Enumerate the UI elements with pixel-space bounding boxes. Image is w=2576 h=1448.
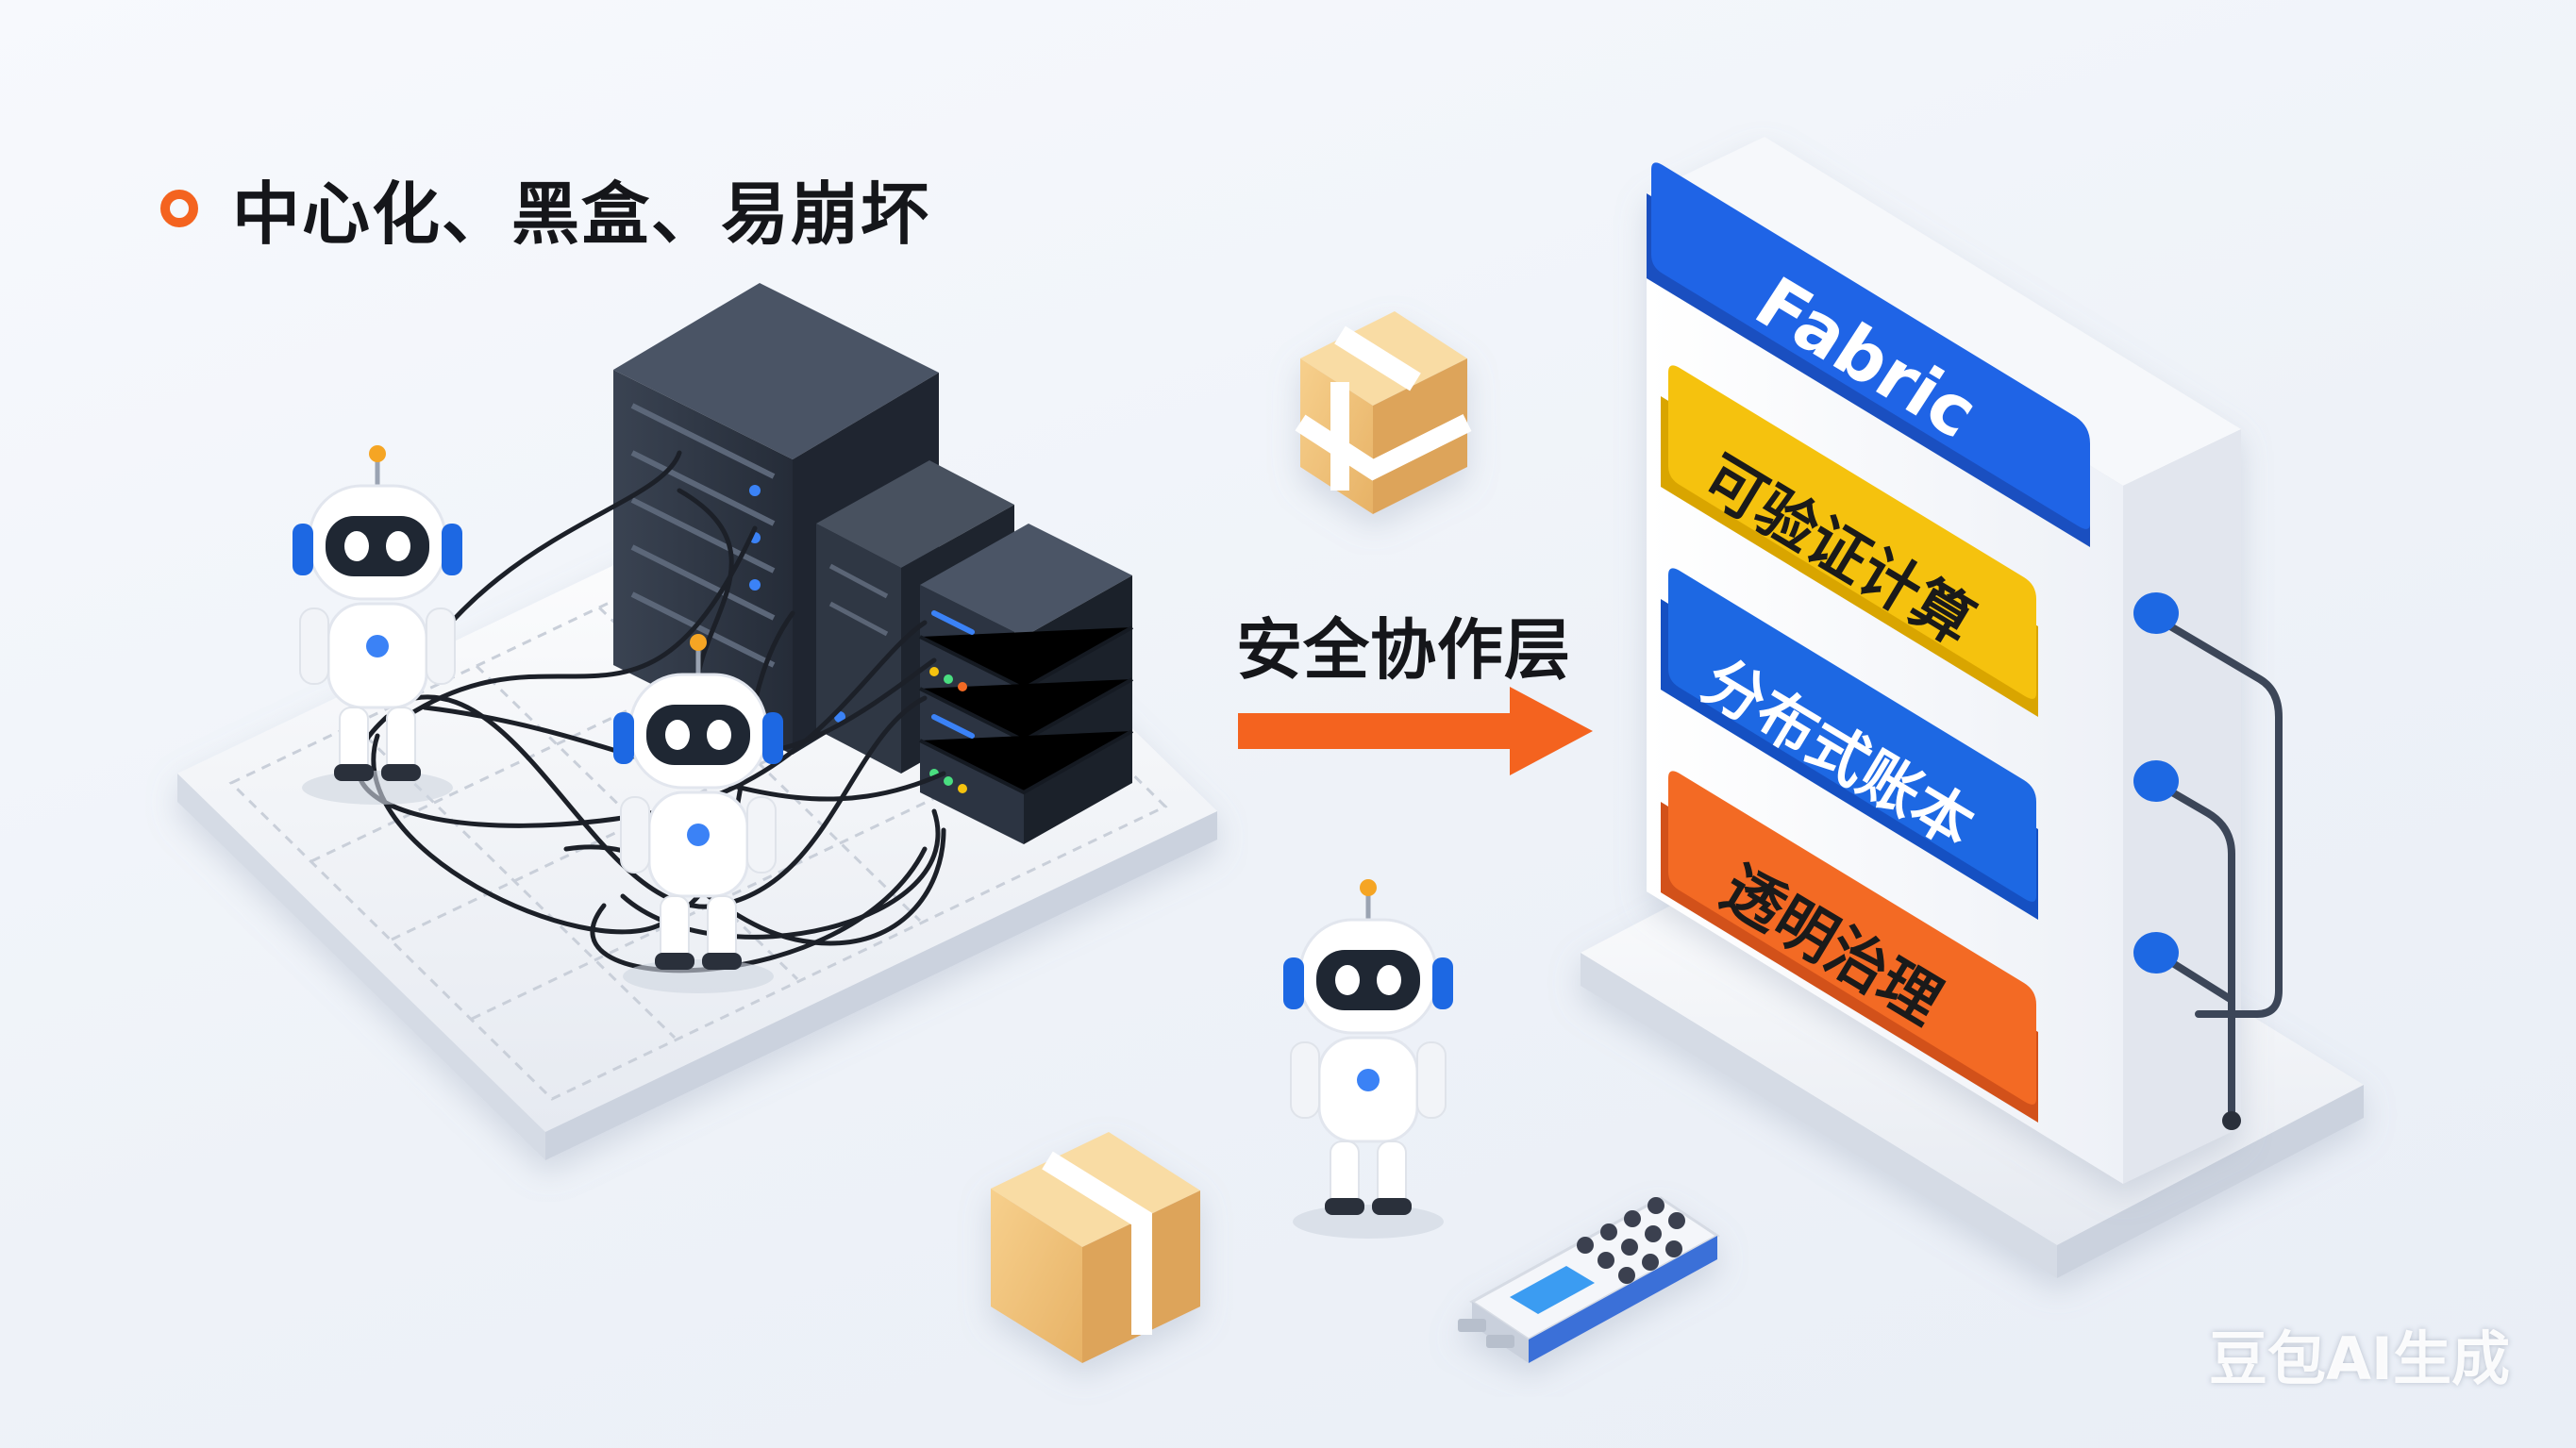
remote-device — [1458, 1197, 1717, 1363]
orange-arrow-icon — [1238, 687, 1593, 775]
server-stack-short — [920, 524, 1132, 844]
package-box-top — [1300, 311, 1467, 514]
cable-plug — [2222, 1111, 2241, 1130]
package-box-bottom — [991, 1132, 1200, 1363]
robot-bottom — [1283, 879, 1453, 1239]
